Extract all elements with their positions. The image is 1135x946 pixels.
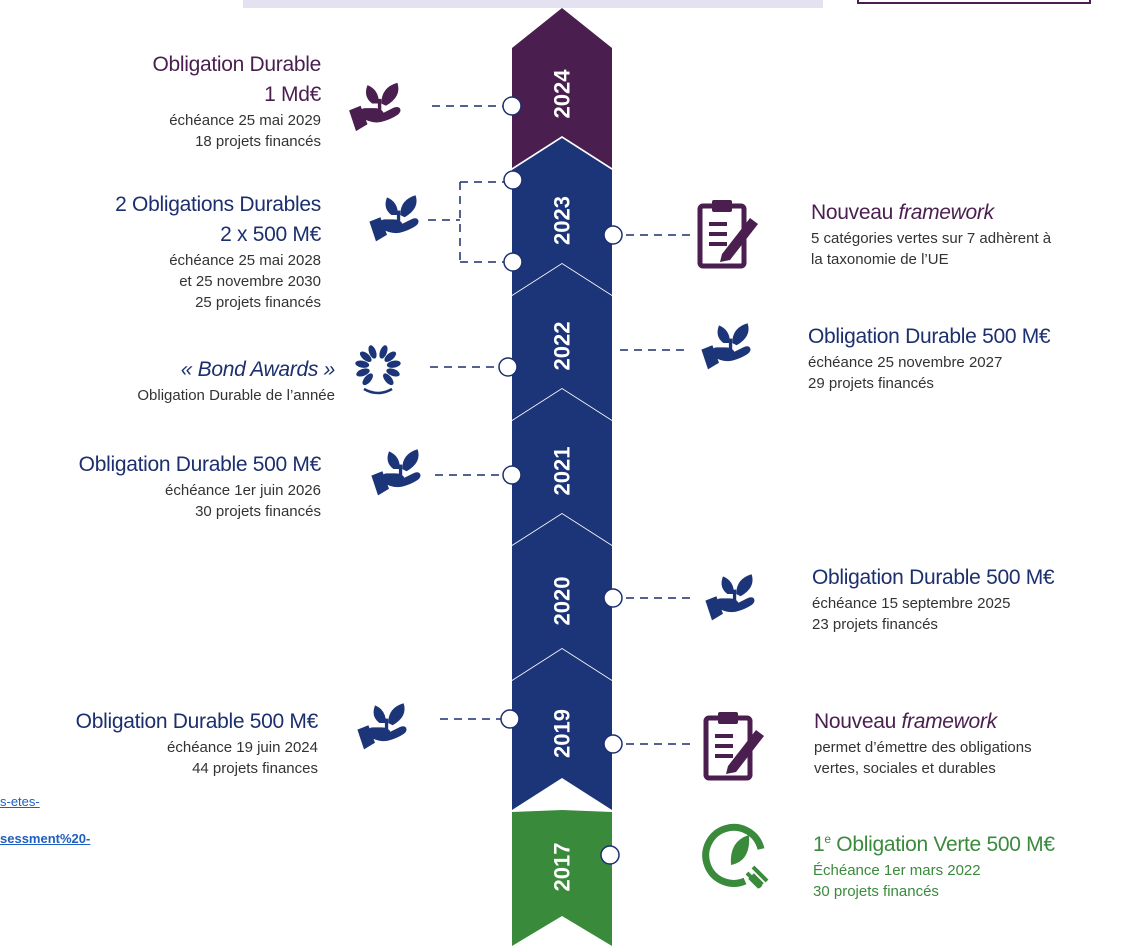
entry-line: échéance 15 septembre 2025 <box>812 595 1011 612</box>
hand-plant-icon <box>371 449 421 496</box>
entry-title: Nouveau <box>811 201 899 224</box>
timeline-segment-2019 <box>512 649 612 810</box>
hand-plant-icon <box>349 82 401 132</box>
entry-line: Échéance 1er mars 2022 <box>813 862 981 879</box>
clipboard-pen-icon <box>703 712 764 781</box>
entry-2021-left: Obligation Durable 500 M€ échéance 1er j… <box>78 450 322 522</box>
hand-plant-icon <box>705 574 755 621</box>
entry-2019-left: Obligation Durable 500 M€ échéance 19 ju… <box>75 707 319 779</box>
entry-line: 44 projets finances <box>192 760 318 777</box>
connector-node <box>600 845 620 865</box>
timeline-year-label: 2019 <box>550 709 575 758</box>
entry-title-sup: e <box>824 832 831 846</box>
connector-node <box>603 225 623 245</box>
entry-title: 2 Obligations Durables <box>115 193 321 216</box>
entry-2017-right: 1e Obligation Verte 500 M€ Échéance 1er … <box>813 824 1055 902</box>
connector-line <box>428 181 512 263</box>
entry-line: échéance 1er juin 2026 <box>165 482 321 499</box>
timeline-year-label: 2022 <box>550 322 575 371</box>
timeline-segment-2021 <box>512 389 612 545</box>
entry-title: Nouveau <box>814 710 902 733</box>
entry-2019-right: Nouveau framework permet d’émettre des o… <box>814 707 1032 779</box>
entry-amount: 1 Md€ <box>264 83 321 106</box>
entry-line: 5 catégories vertes sur 7 adhèrent à <box>811 230 1052 247</box>
timeline-year-label: 2020 <box>550 577 575 626</box>
entry-title: « Bond Awards » <box>180 358 336 381</box>
entry-line: la taxonomie de l’UE <box>811 251 949 268</box>
connector-node <box>498 357 518 377</box>
timeline-segment-2023 <box>512 138 612 295</box>
clipboard-pen-icon <box>697 200 758 269</box>
entry-2020-right: Obligation Durable 500 M€ échéance 15 se… <box>812 563 1055 635</box>
timeline-segment-2020 <box>512 514 612 680</box>
connector-node <box>503 252 523 272</box>
entry-2024-left: Obligation Durable 1 Md€ échéance 25 mai… <box>152 50 321 152</box>
entry-2023-right: Nouveau framework 5 catégories vertes su… <box>811 198 1051 270</box>
laurel-wreath-icon <box>355 345 401 395</box>
timeline-segment-2022 <box>512 264 612 420</box>
connector-node <box>502 465 522 485</box>
hand-plant-icon <box>369 195 419 242</box>
entry-title: Obligation Durable 500 M€ <box>808 325 1051 348</box>
connector-node <box>500 709 520 729</box>
entry-line: échéance 19 juin 2024 <box>167 739 318 756</box>
timeline-year-label: 2024 <box>550 69 575 119</box>
entry-2022-right: Obligation Durable 500 M€ échéance 25 no… <box>808 322 1051 394</box>
entry-2022-left: « Bond Awards » Obligation Durable de l’… <box>137 355 335 406</box>
entry-title-italic: framework <box>901 710 998 733</box>
timeline-year-label: 2023 <box>550 196 575 245</box>
entry-line: 29 projets financés <box>808 375 934 392</box>
entry-line: échéance 25 novembre 2027 <box>808 354 1003 371</box>
entry-line: 25 projets financés <box>195 294 321 311</box>
entry-line: vertes, sociales et durables <box>814 760 996 777</box>
connector-node <box>603 734 623 754</box>
timeline-year-label: 2021 <box>550 447 575 496</box>
entry-title: Obligation Verte 500 M€ <box>830 833 1055 856</box>
entry-line: échéance 25 mai 2028 <box>169 252 321 269</box>
connector-node <box>603 588 623 608</box>
entry-line: 23 projets financés <box>812 616 938 633</box>
entry-line: 18 projets financés <box>195 133 321 150</box>
hand-plant-icon <box>357 703 407 750</box>
timeline-year-label: 2017 <box>550 843 575 892</box>
top-banner-edge <box>243 0 823 8</box>
link-fragment[interactable]: s-etes- <box>0 794 40 809</box>
entry-line: Obligation Durable de l’année <box>137 387 335 404</box>
entry-line: permet d’émettre des obligations <box>814 739 1032 756</box>
timeline-segment-2017 <box>512 810 612 946</box>
entry-title: Obligation Durable 500 M€ <box>812 566 1055 589</box>
entry-line: et 25 novembre 2030 <box>179 273 321 290</box>
link-fragment[interactable]: sessment%20- <box>0 831 91 846</box>
leaf-plug-icon <box>702 823 769 889</box>
entry-2023-left: 2 Obligations Durables 2 x 500 M€ échéan… <box>115 190 321 313</box>
entry-amount: 2 x 500 M€ <box>220 223 321 246</box>
top-right-box-edge <box>857 0 1091 4</box>
entry-title: Obligation Durable 500 M€ <box>75 710 319 733</box>
entry-title-number: 1 <box>813 833 825 856</box>
entry-title: Obligation Durable 500 M€ <box>78 453 322 476</box>
entry-line: 30 projets financés <box>813 883 939 900</box>
entry-title: Obligation Durable <box>152 53 321 76</box>
connector-node <box>503 170 523 190</box>
entry-line: 30 projets financés <box>195 503 321 520</box>
entry-title-italic: framework <box>898 201 995 224</box>
connector-node <box>502 96 522 116</box>
timeline-segment-2024 <box>512 8 612 168</box>
entry-line: échéance 25 mai 2029 <box>169 112 321 129</box>
hand-plant-icon <box>701 323 751 370</box>
